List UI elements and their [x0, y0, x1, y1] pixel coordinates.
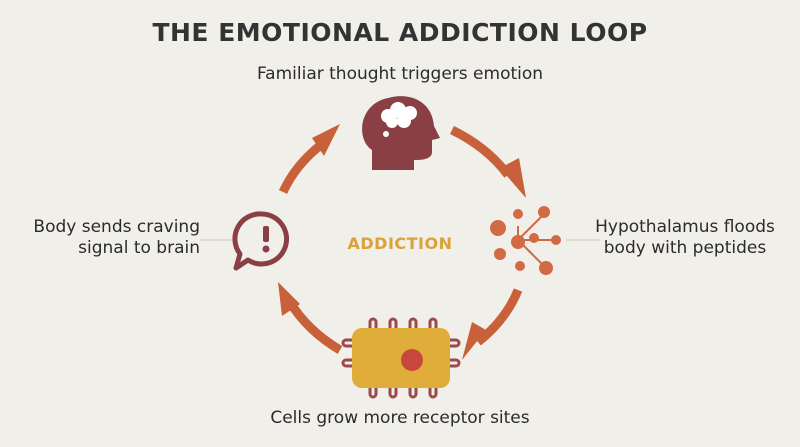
step-label-craving-line1: Body sends craving: [33, 217, 200, 237]
arrow-right-to-bottom-head: [462, 322, 486, 360]
step-label-hypothalamus: Hypothalamus floods body with peptides: [580, 217, 790, 259]
arrow-left-to-top-head: [312, 124, 340, 156]
peptide-molecules-icon: [490, 206, 561, 275]
step-label-receptors: Cells grow more receptor sites: [0, 408, 800, 429]
step-label-craving: Body sends craving signal to brain: [10, 217, 200, 259]
arrow-bottom-to-left: [286, 299, 343, 354]
step-label-hypothalamus-line2: body with peptides: [603, 238, 767, 258]
arrow-top-to-right-head: [500, 158, 526, 198]
center-label: ADDICTION: [347, 234, 453, 253]
exclamation-speech-bubble-icon: [232, 211, 290, 271]
step-label-thought-line1: Familiar thought triggers emotion: [256, 64, 544, 84]
head-thought-bubble-icon: [362, 96, 440, 170]
arrow-right-to-bottom: [475, 288, 523, 346]
cell-receptors-icon: [341, 317, 461, 399]
diagram-title: THE EMOTIONAL ADDICTION LOOP: [152, 18, 648, 47]
step-label-thought: Familiar thought triggers emotion: [0, 64, 800, 85]
arrow-top-to-right: [449, 125, 512, 178]
step-label-hypothalamus-line1: Hypothalamus floods: [595, 217, 775, 237]
cycle-arrows: [278, 124, 526, 360]
step-label-receptors-line1: Cells grow more receptor sites: [270, 408, 530, 428]
arrow-bottom-to-left-head: [278, 282, 300, 316]
step-label-craving-line2: signal to brain: [78, 238, 200, 258]
arrow-left-to-top: [278, 140, 325, 194]
